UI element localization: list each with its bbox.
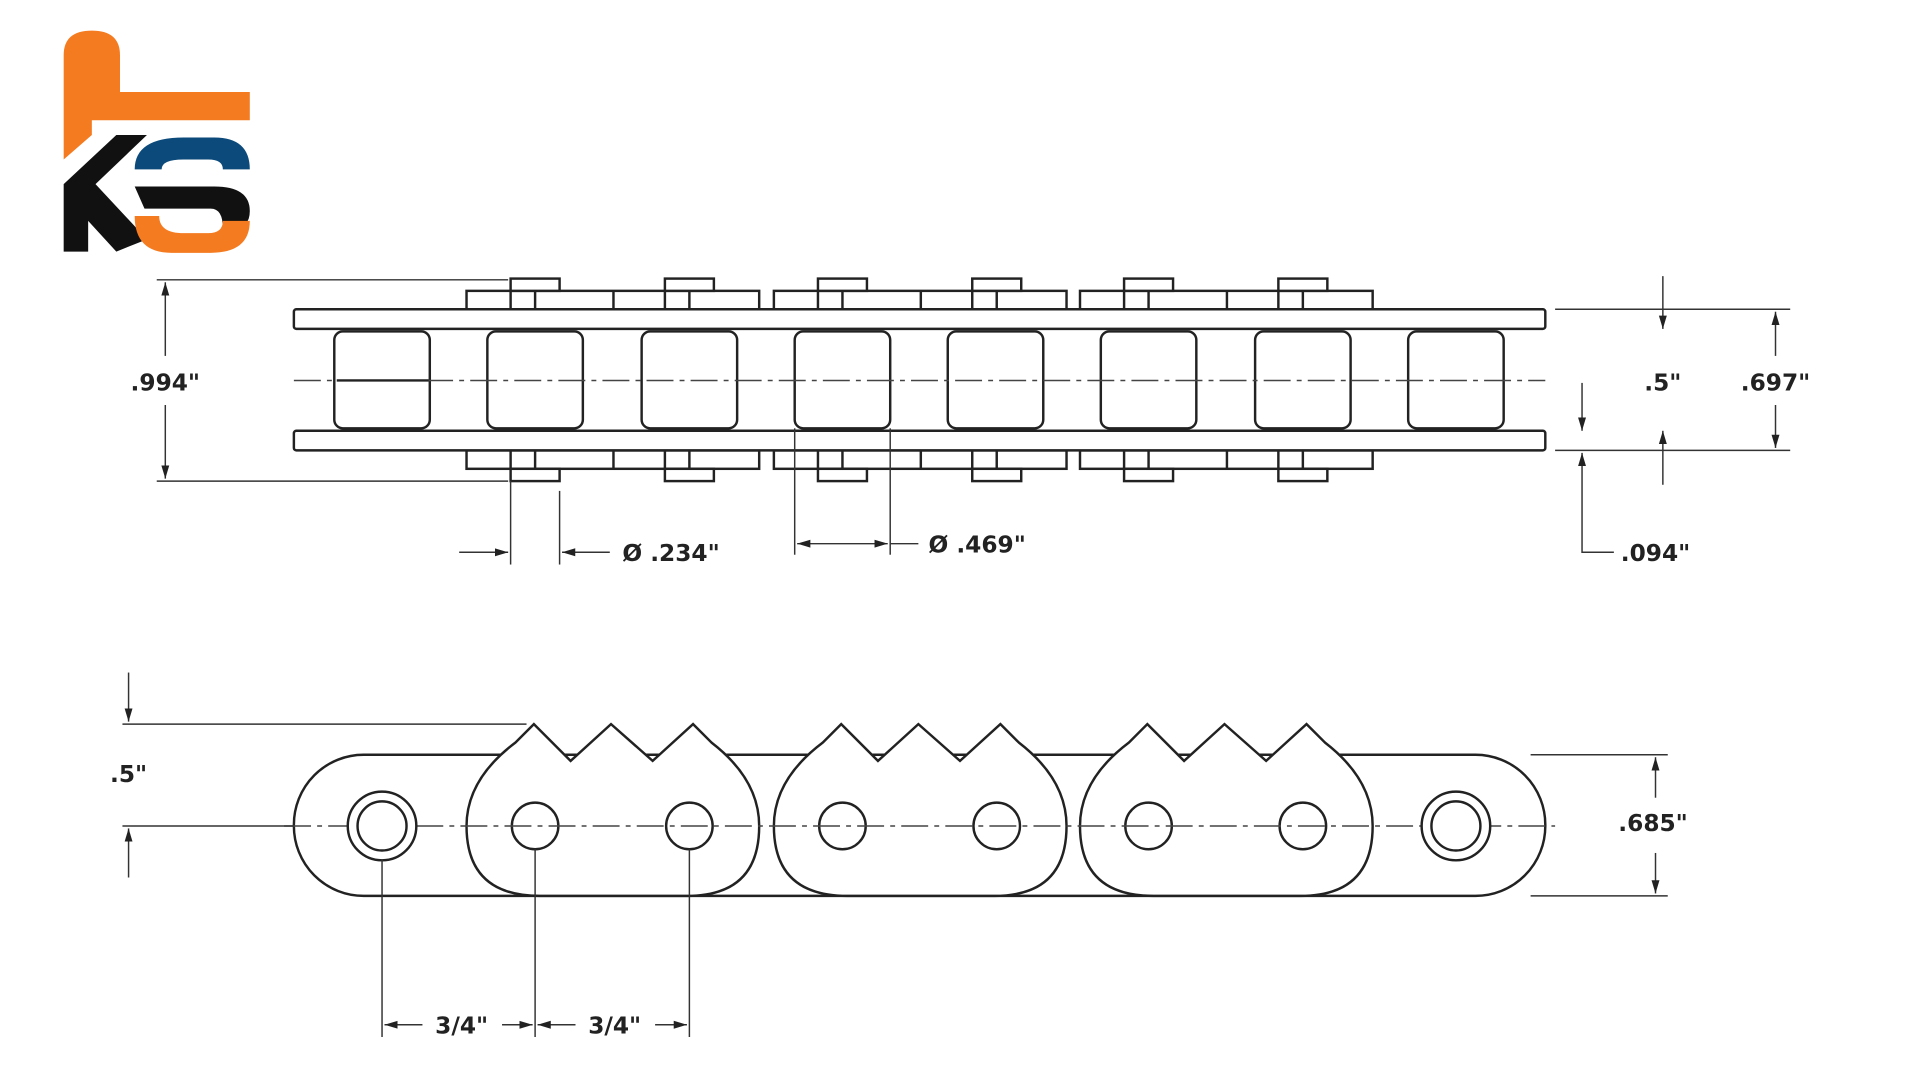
- pin-head: [816, 277, 869, 293]
- pin-head: [1277, 467, 1329, 483]
- dim-tooth-height: .5": [110, 761, 147, 788]
- pin-head: [509, 277, 561, 293]
- sprocket-attachment-plate: [772, 722, 1068, 898]
- sprocket-attachment-plate: [1078, 722, 1374, 898]
- pin-head: [509, 467, 561, 483]
- dim-plate-thickness: .094": [1621, 540, 1690, 567]
- inner-plate-bottom: [292, 429, 1547, 452]
- inner-plate-top: [292, 308, 1547, 331]
- dim-pitch-1: 3/4": [435, 1012, 488, 1039]
- pin-head: [971, 277, 1023, 293]
- pin-head: [663, 467, 716, 483]
- dim-roller-width: .5": [1644, 369, 1681, 396]
- ks-logo: [63, 30, 250, 253]
- side-view-dimensions: .5" .685" 3/4" 3/4": [110, 672, 1688, 1039]
- dim-pin-diameter: Ø .234": [622, 540, 719, 567]
- dim-overall-width: .994": [131, 369, 200, 396]
- pin-head: [663, 277, 716, 293]
- side-view: [284, 722, 1556, 898]
- pin-head: [971, 467, 1023, 483]
- pin-head: [1122, 277, 1175, 293]
- top-view-dimensions: .994" .5" .697" .094" Ø .234" Ø .469": [131, 276, 1810, 567]
- dim-roller-diameter: Ø .469": [928, 531, 1025, 558]
- sprocket-attachment-plate: [465, 722, 761, 898]
- dim-pitch-2: 3/4": [588, 1012, 641, 1039]
- pin-head: [816, 467, 869, 483]
- pin-head: [1122, 467, 1175, 483]
- dim-inner-width: .697": [1741, 369, 1810, 396]
- top-view: [292, 277, 1547, 483]
- dim-plate-height: .685": [1618, 810, 1687, 837]
- pin-head: [1277, 277, 1329, 293]
